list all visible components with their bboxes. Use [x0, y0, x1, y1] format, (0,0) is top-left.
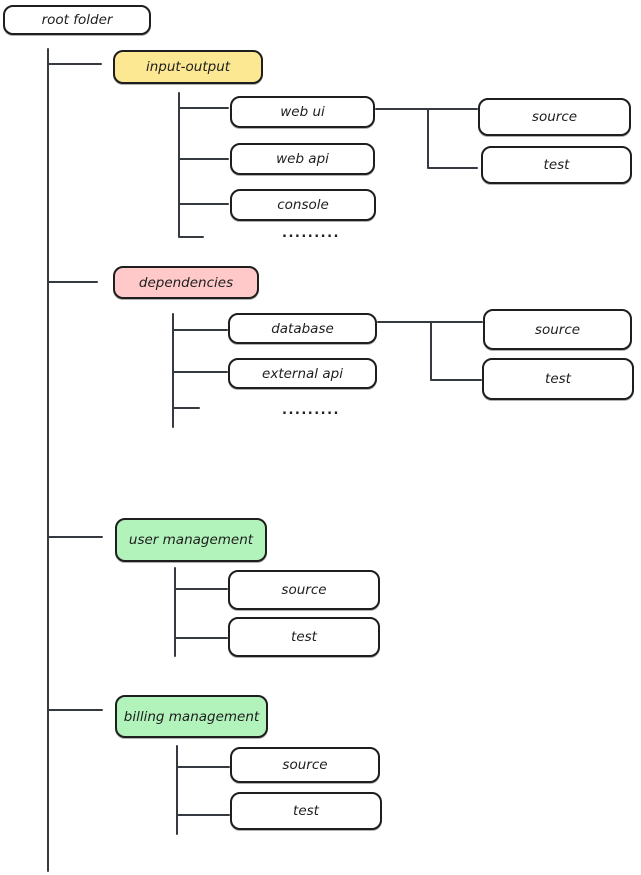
connector-tick-bm-source — [177, 766, 230, 768]
connector-branch-billing-management — [47, 709, 103, 711]
node-input-output: input-output — [113, 50, 263, 84]
connector-branch-user-management — [47, 536, 103, 538]
connector-main-trunk — [47, 48, 49, 872]
node-console: console — [230, 189, 376, 221]
node-external-api: external api — [228, 358, 377, 389]
node-dependencies: dependencies — [113, 266, 259, 299]
connector-tick-external-api — [173, 371, 228, 373]
connector-tick-um-test — [175, 637, 228, 639]
node-dep-test: test — [482, 358, 634, 400]
connector-user-management-children — [174, 567, 176, 657]
connector-tick-bm-test — [177, 814, 230, 816]
node-io-source: source — [478, 98, 631, 136]
node-um-test: test — [228, 617, 380, 657]
connector-tick-dep-test — [431, 379, 482, 381]
connector-tick-web-ui — [179, 107, 229, 109]
node-web-api: web api — [230, 143, 375, 175]
node-bm-source: source — [230, 747, 380, 783]
ellipsis-more-io-items: ......... — [282, 226, 340, 241]
connector-web-ui-children — [427, 108, 429, 169]
connector-billing-management-children — [176, 745, 178, 835]
node-bm-test: test — [230, 792, 382, 830]
node-io-test: test — [481, 146, 632, 184]
connector-tick-io-dots — [179, 236, 204, 238]
node-billing-management: billing management — [115, 695, 268, 738]
connector-branch-dependencies — [47, 281, 98, 283]
connector-web-ui-right — [375, 108, 478, 110]
connector-branch-input-output — [48, 63, 102, 65]
connector-database-children — [430, 321, 432, 381]
connector-tick-web-api — [179, 158, 229, 160]
ellipsis-more-dep-items: ......... — [282, 403, 340, 418]
connector-tick-io-test — [428, 167, 478, 169]
connector-tick-console — [179, 203, 229, 205]
node-dep-source: source — [483, 309, 632, 350]
connector-tick-um-source — [175, 588, 228, 590]
node-um-source: source — [228, 570, 380, 610]
node-database: database — [228, 313, 377, 344]
connector-dependencies-children — [172, 313, 174, 428]
connector-input-output-children — [178, 92, 180, 238]
connector-tick-database — [173, 329, 228, 331]
node-user-management: user management — [115, 518, 267, 562]
connector-tick-dep-dots — [173, 407, 200, 409]
node-web-ui: web ui — [230, 96, 375, 128]
node-root-folder: root folder — [3, 5, 151, 35]
